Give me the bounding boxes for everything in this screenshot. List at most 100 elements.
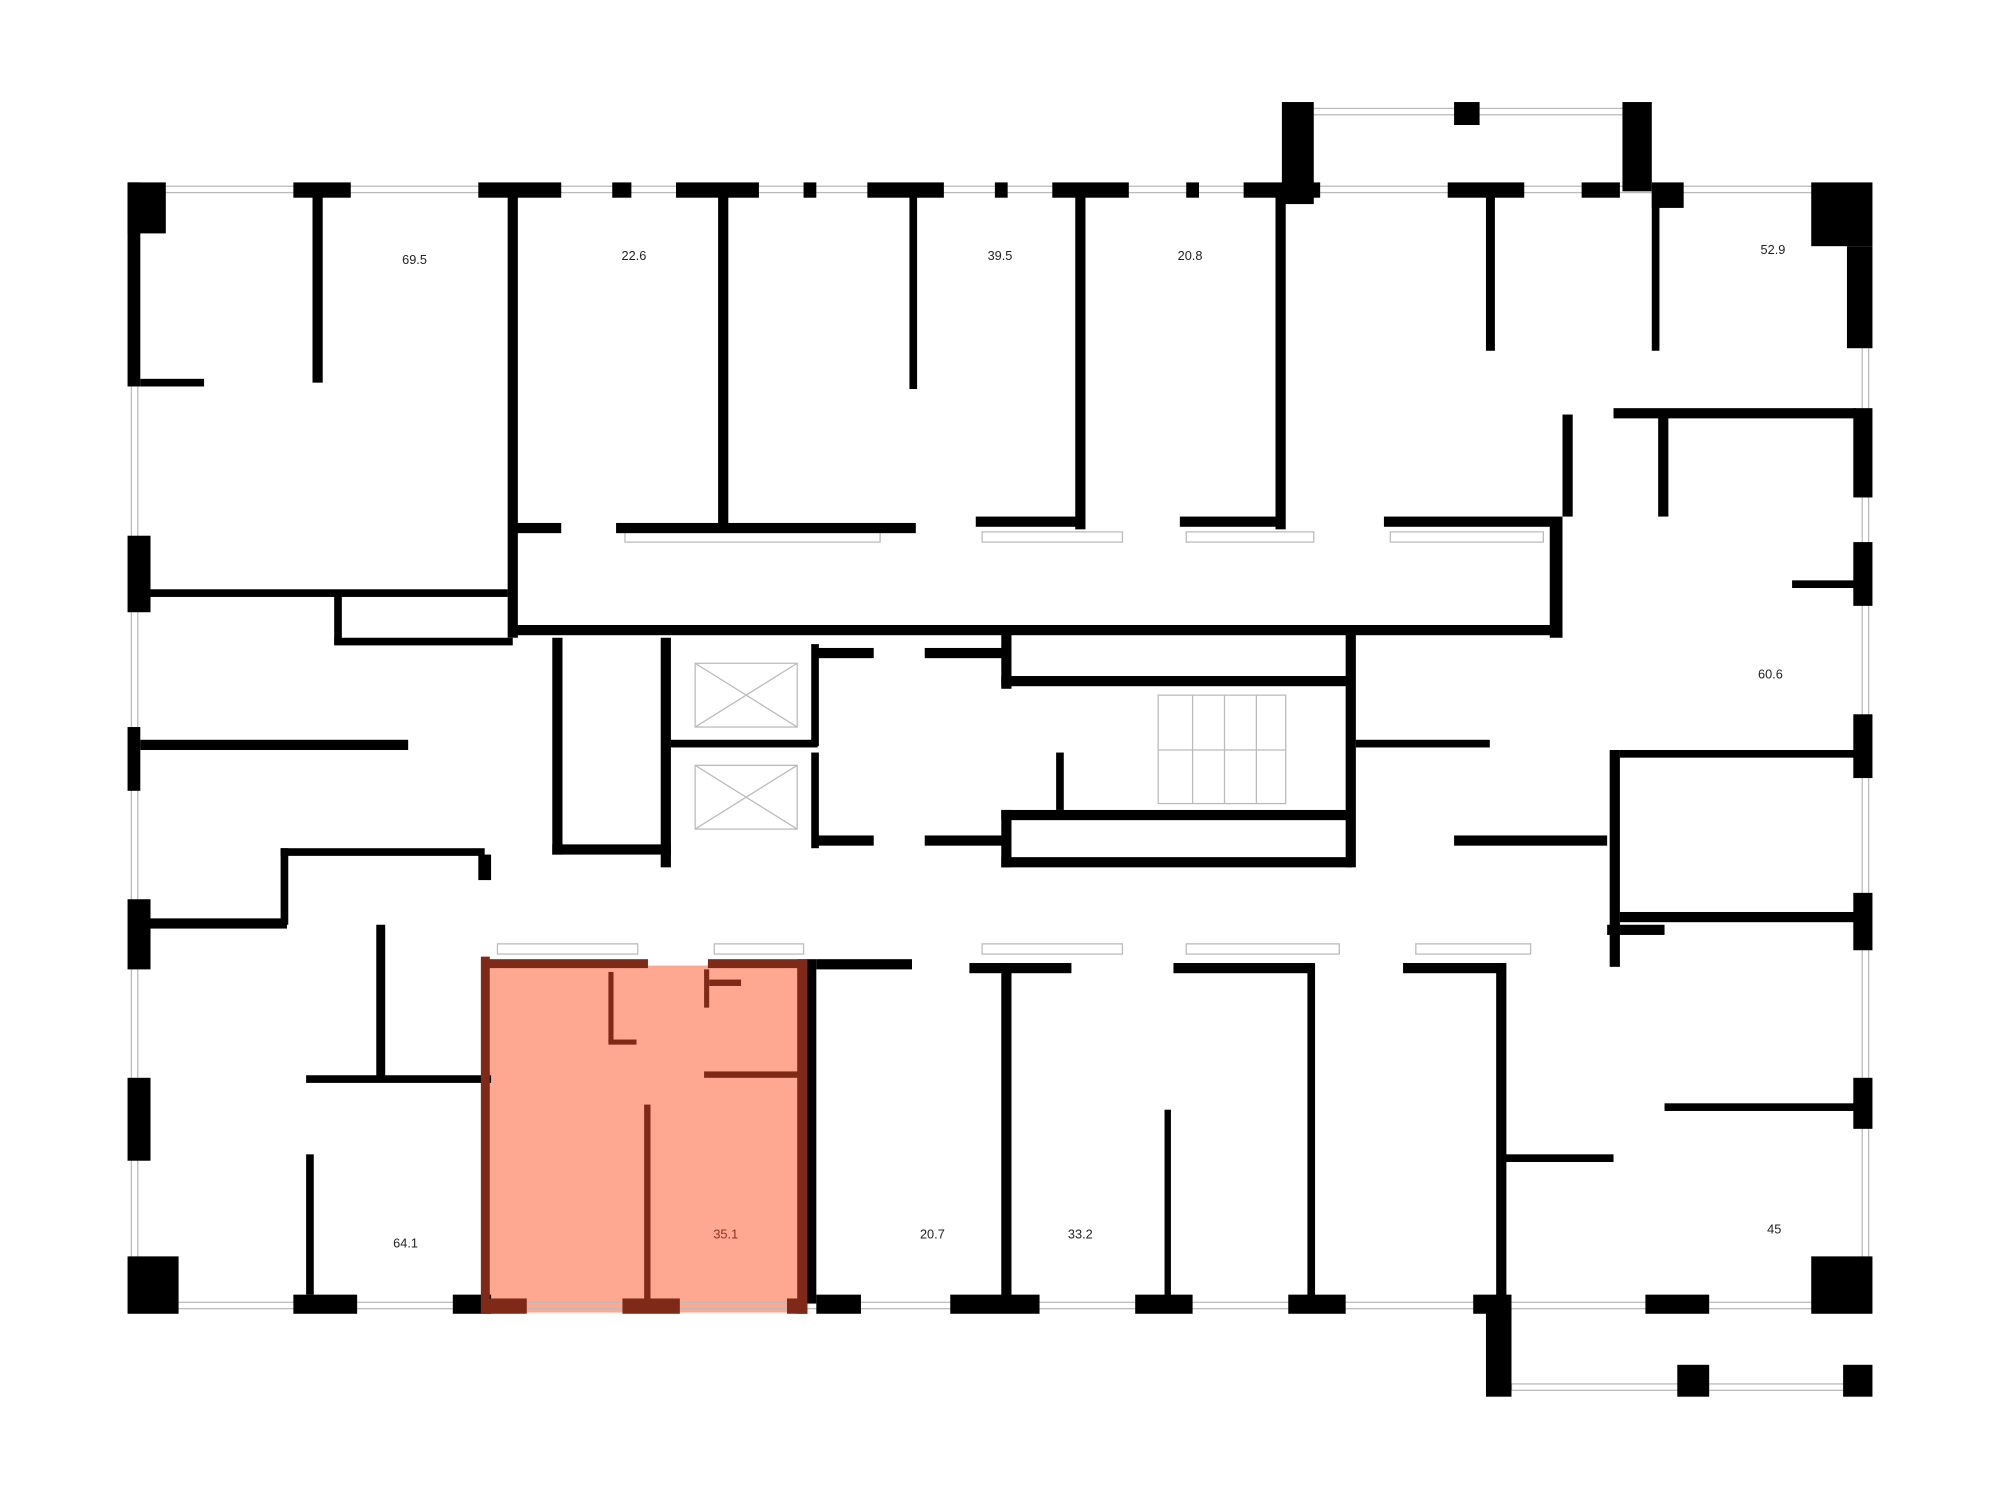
wall: [1307, 963, 1316, 1302]
wall: [140, 739, 409, 750]
wall: [510, 625, 1563, 636]
area-label: 60.6: [1758, 667, 1783, 682]
wall: [334, 593, 342, 645]
wall: [127, 727, 141, 791]
wall: [376, 924, 386, 1078]
wall: [924, 647, 1008, 659]
selected-wall: [608, 971, 614, 1043]
area-label: 22.6: [622, 248, 647, 263]
wall: [816, 1294, 861, 1314]
wall: [1485, 1301, 1512, 1397]
wall: [676, 182, 759, 198]
selected-wall: [480, 956, 490, 1314]
wall: [969, 963, 1072, 974]
wall: [816, 835, 874, 846]
selected-area-label: 35.1: [713, 1227, 738, 1242]
window: [624, 531, 881, 543]
wall: [1853, 892, 1873, 951]
wall: [1001, 631, 1012, 689]
selected-wall: [704, 969, 710, 1008]
wall: [1075, 191, 1086, 530]
wall: [1607, 924, 1665, 935]
wall: [1173, 963, 1314, 974]
wall: [127, 1077, 151, 1161]
wall: [293, 182, 351, 198]
wall: [1811, 1256, 1873, 1314]
wall: [1056, 752, 1064, 810]
window: [981, 943, 1124, 955]
window: [496, 943, 639, 955]
wall: [1403, 963, 1506, 974]
wall: [127, 1256, 179, 1314]
elevator-icon: [694, 662, 798, 728]
wall: [1001, 676, 1353, 687]
wall: [1135, 1294, 1193, 1314]
wall: [811, 752, 819, 849]
wall: [1609, 750, 1620, 967]
wall: [127, 535, 151, 613]
wall: [306, 1154, 314, 1295]
area-label: 20.7: [920, 1227, 945, 1242]
area-label: 69.5: [402, 252, 427, 267]
wall: [612, 182, 632, 198]
staircase-icon: [1157, 694, 1287, 805]
wall: [280, 848, 289, 925]
area-label: 20.8: [1178, 248, 1203, 263]
wall: [1562, 414, 1573, 517]
wall: [334, 637, 513, 646]
wall: [806, 959, 817, 1304]
wall: [1645, 1294, 1710, 1314]
wall: [1843, 1364, 1873, 1397]
wall: [1355, 739, 1490, 748]
window: [1415, 943, 1532, 955]
wall: [1658, 414, 1669, 517]
wall: [1164, 1109, 1171, 1302]
wall: [616, 522, 916, 534]
wall: [1549, 522, 1563, 638]
wall: [1792, 580, 1863, 589]
wall: [1275, 191, 1286, 530]
wall: [478, 854, 492, 881]
selected-wall: [704, 1071, 804, 1078]
wall: [1619, 750, 1856, 758]
selected-apartment-walls: [480, 956, 808, 1314]
wall: [478, 182, 562, 198]
wall: [306, 1075, 492, 1083]
wall: [293, 1294, 358, 1314]
wall: [909, 191, 918, 390]
window: [1185, 531, 1315, 543]
selected-wall: [797, 959, 808, 1314]
wall: [1619, 911, 1856, 923]
wall: [1383, 516, 1563, 527]
wall: [1001, 963, 1012, 1302]
wall: [140, 378, 205, 387]
area-label: 45: [1767, 1221, 1781, 1236]
wall: [718, 191, 729, 530]
wall: [507, 191, 518, 638]
wall: [975, 516, 1085, 527]
selected-wall: [488, 1298, 527, 1314]
wall: [950, 1294, 1040, 1314]
walls: [127, 102, 1873, 1397]
wall: [1581, 182, 1620, 198]
wall: [510, 522, 562, 534]
area-label: 39.5: [988, 248, 1013, 263]
selected-wall: [707, 959, 808, 969]
wall: [1613, 408, 1856, 419]
window: [981, 531, 1124, 543]
wall: [1853, 542, 1873, 606]
wall: [1281, 102, 1314, 205]
wall: [140, 918, 287, 929]
selected-wall: [622, 1298, 680, 1314]
window: [1185, 943, 1340, 955]
wall: [1186, 182, 1199, 198]
wall: [803, 182, 817, 198]
wall: [1664, 1103, 1856, 1111]
wall: [552, 637, 563, 855]
wall: [816, 959, 912, 970]
wall: [1811, 182, 1873, 247]
wall: [1345, 631, 1356, 868]
wall: [867, 182, 944, 198]
wall: [127, 899, 151, 970]
area-label: 64.1: [393, 1235, 418, 1250]
